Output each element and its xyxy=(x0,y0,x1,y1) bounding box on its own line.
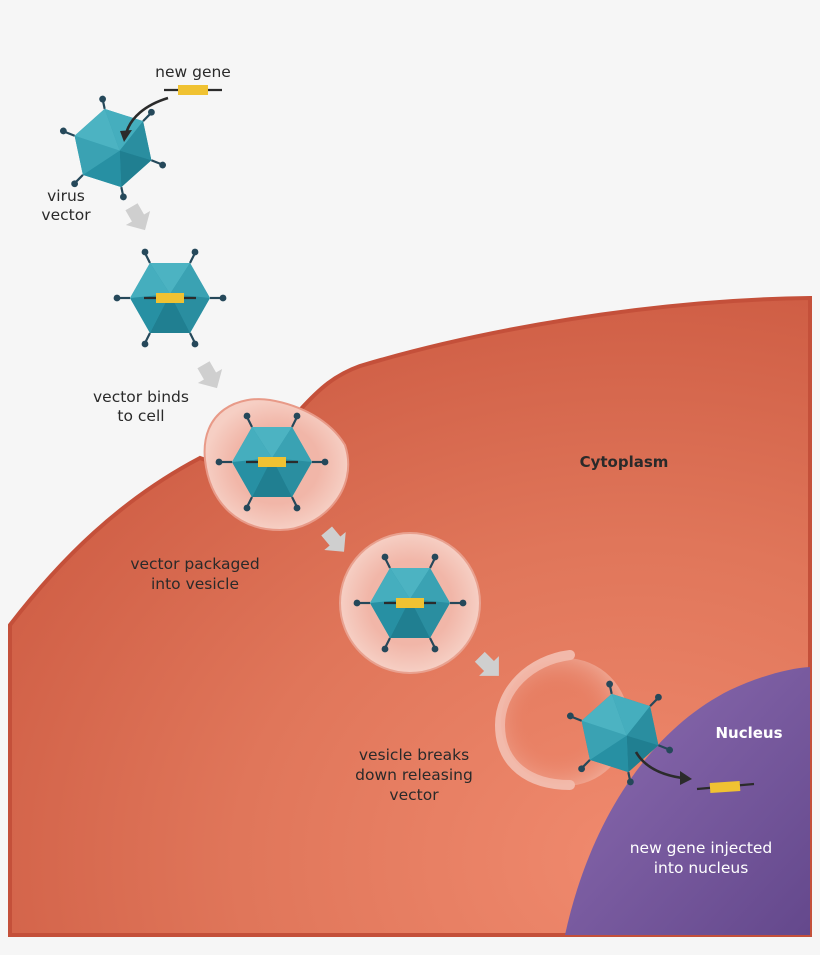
breaks-label-1: vesicle breaks xyxy=(359,746,469,764)
vector-with-gene-icon xyxy=(112,247,228,349)
injected-label-2: into nucleus xyxy=(654,859,749,877)
step-arrow-icon xyxy=(119,199,158,238)
injected-gene-icon xyxy=(696,780,755,794)
binds-label-2: to cell xyxy=(117,407,164,425)
insert-arrowhead-icon xyxy=(120,130,132,142)
packaged-label-2: into vesicle xyxy=(151,575,239,593)
binds-label-1: vector binds xyxy=(93,388,189,406)
inject-arrowhead-icon xyxy=(680,771,692,785)
insert-arrow-icon xyxy=(124,96,169,135)
injected-label-1: new gene injected xyxy=(630,839,773,857)
breaks-label-2: down releasing xyxy=(355,766,473,784)
cytoplasm-label: Cytoplasm xyxy=(580,453,669,471)
breaks-label-3: vector xyxy=(389,786,439,804)
virus-vector-label-2: vector xyxy=(41,206,91,224)
nucleus xyxy=(565,667,810,935)
packaged-label-1: vector packaged xyxy=(130,555,259,573)
inject-arrow-icon xyxy=(634,751,683,780)
new-gene-label: new gene xyxy=(155,63,231,81)
nucleus-label: Nucleus xyxy=(715,724,782,742)
step-arrow-icon xyxy=(191,357,230,396)
virus-vector-label-1: virus xyxy=(47,187,85,205)
new-gene-icon xyxy=(164,85,222,95)
